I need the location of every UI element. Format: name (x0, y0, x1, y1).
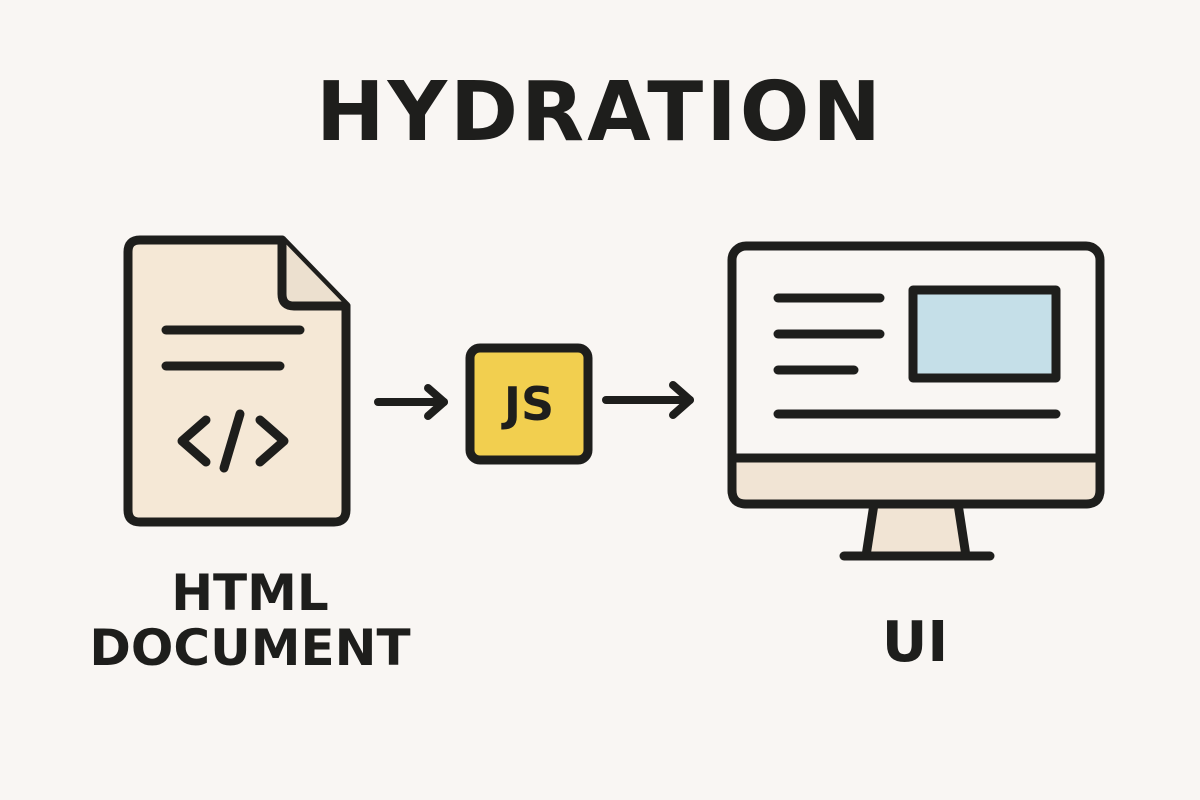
code-bracket-left (177, 415, 211, 467)
code-slash (219, 409, 245, 473)
monitor-stand (861, 499, 971, 561)
arrow-right-icon (374, 384, 448, 420)
html-document-label-line1: HTML (171, 564, 329, 622)
page-title: HYDRATION (315, 65, 885, 160)
javascript-badge-icon: JS (465, 343, 593, 465)
html-document-label: HTML DOCUMENT (80, 566, 420, 676)
screen-image-panel (908, 285, 1061, 383)
ui-label: UI (881, 610, 949, 675)
js-label: JS (501, 377, 554, 431)
js-badge (465, 343, 593, 465)
arrow-right-icon (602, 381, 694, 419)
document-corner-fold (277, 235, 351, 311)
document-outline (123, 235, 351, 527)
code-bracket-right (255, 415, 289, 467)
monitor-chin (727, 453, 1105, 509)
document-code-icon (123, 235, 351, 527)
monitor-icon (727, 241, 1105, 561)
html-document-label-line2: DOCUMENT (89, 619, 411, 677)
